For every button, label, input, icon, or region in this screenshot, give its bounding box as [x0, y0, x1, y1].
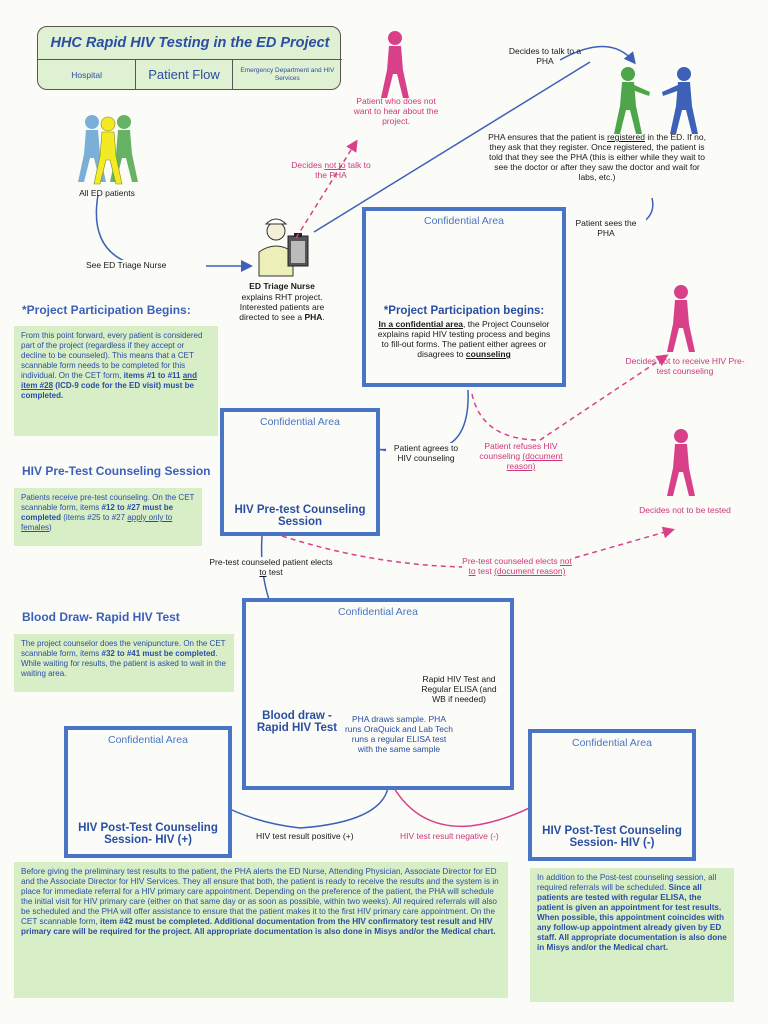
post-positive-head: HIV Post-Test Counseling Session- HIV (+… [78, 822, 218, 846]
conf-label: Confidential Area [572, 737, 652, 749]
panel-participation: From this point forward, every patient i… [14, 326, 218, 436]
page-title: HHC Rapid HIV Testing in the ED Project [38, 27, 342, 60]
title-cell-services: Emergency Department and HIV Services [240, 66, 335, 82]
heading-blood: Blood Draw- Rapid HIV Test [22, 610, 180, 624]
elects-not-label: Pre-test counseled elects not to test (d… [462, 556, 572, 576]
title-cell-hospital: Hospital [38, 59, 137, 90]
blood-box: Confidential Area Blood draw - Rapid HIV… [242, 598, 514, 790]
conf-label: Confidential Area [424, 215, 504, 227]
refuses-label: Patient refuses HIV counseling (document… [476, 441, 566, 471]
not-hear-label: Patient who does not want to hear about … [353, 96, 439, 126]
elects-test-label: Pre-test counseled patient elects to tes… [206, 557, 336, 577]
participation-text: In a confidential area, the Project Coun… [377, 319, 551, 359]
pha-ensures-text: PHA ensures that the patient is register… [488, 132, 706, 182]
decides-not-tested-label: Decides not to be tested [639, 505, 731, 515]
decides-not-receive-label: Decides not to receive HIV Pre-test coun… [625, 356, 745, 376]
triage-text: explains RHT project. Interested patient… [239, 292, 325, 322]
panel-pretest: Patients receive pre-test counseling. On… [14, 488, 202, 546]
post-positive-box: Confidential Area HIV Post-Test Counseli… [64, 726, 232, 858]
panel-blood: The project counselor does the venipunct… [14, 634, 234, 692]
title-box: HHC Rapid HIV Testing in the ED Project … [37, 26, 342, 90]
heading-participation: *Project Participation Begins: [22, 303, 191, 317]
title-cells: Hospital Patient Flow Emergency Departme… [38, 59, 342, 90]
conf-label: Confidential Area [338, 606, 418, 618]
see-triage-label: See ED Triage Nurse [86, 260, 206, 270]
rapid-test-text: Rapid HIV Test and Regular ELISA (and WB… [421, 674, 497, 704]
panel-post-positive: Before giving the preliminary test resul… [14, 862, 508, 998]
patient-sees-label: Patient sees the PHA [566, 218, 646, 238]
result-positive-label: HIV test result positive (+) [256, 831, 396, 841]
blood-head: Blood draw - Rapid HIV Test [256, 710, 338, 734]
title-cell-patient-flow: Patient Flow [136, 59, 233, 90]
person-icon [667, 429, 695, 496]
post-negative-box: Confidential Area HIV Post-Test Counseli… [528, 729, 696, 861]
all-patients-icon [78, 115, 138, 185]
pretest-head: HIV Pre-test Counseling Session [234, 504, 366, 528]
conf-label: Confidential Area [260, 416, 340, 428]
person-icon [381, 31, 409, 98]
result-negative-label: HIV test result negative (-) [400, 831, 530, 841]
pha-draws-text: PHA draws sample. PHA runs OraQuick and … [344, 714, 454, 754]
triage-title: ED Triage Nurse [249, 281, 315, 291]
nurse-icon [258, 218, 309, 277]
person-icon [667, 285, 695, 352]
panel-post-negative: In addition to the Post-test counseling … [530, 868, 734, 1002]
post-negative-head: HIV Post-Test Counseling Session- HIV (-… [542, 825, 682, 849]
agrees-label: Patient agrees to HIV counseling [386, 443, 466, 463]
pretest-box: Confidential Area HIV Pre-test Counselin… [220, 408, 380, 536]
decides-not-talk-label: Decides not to talk to the PHA [291, 160, 371, 180]
all-patients-label: All ED patients [79, 188, 135, 198]
conf-label: Confidential Area [108, 734, 188, 746]
heading-pretest: HIV Pre-Test Counseling Session [22, 464, 211, 478]
participation-head: *Project Participation begins: [383, 305, 545, 317]
decides-talk-label: Decides to talk to a PHA [508, 46, 582, 66]
participation-box: Confidential Area *Project Participation… [362, 207, 566, 387]
